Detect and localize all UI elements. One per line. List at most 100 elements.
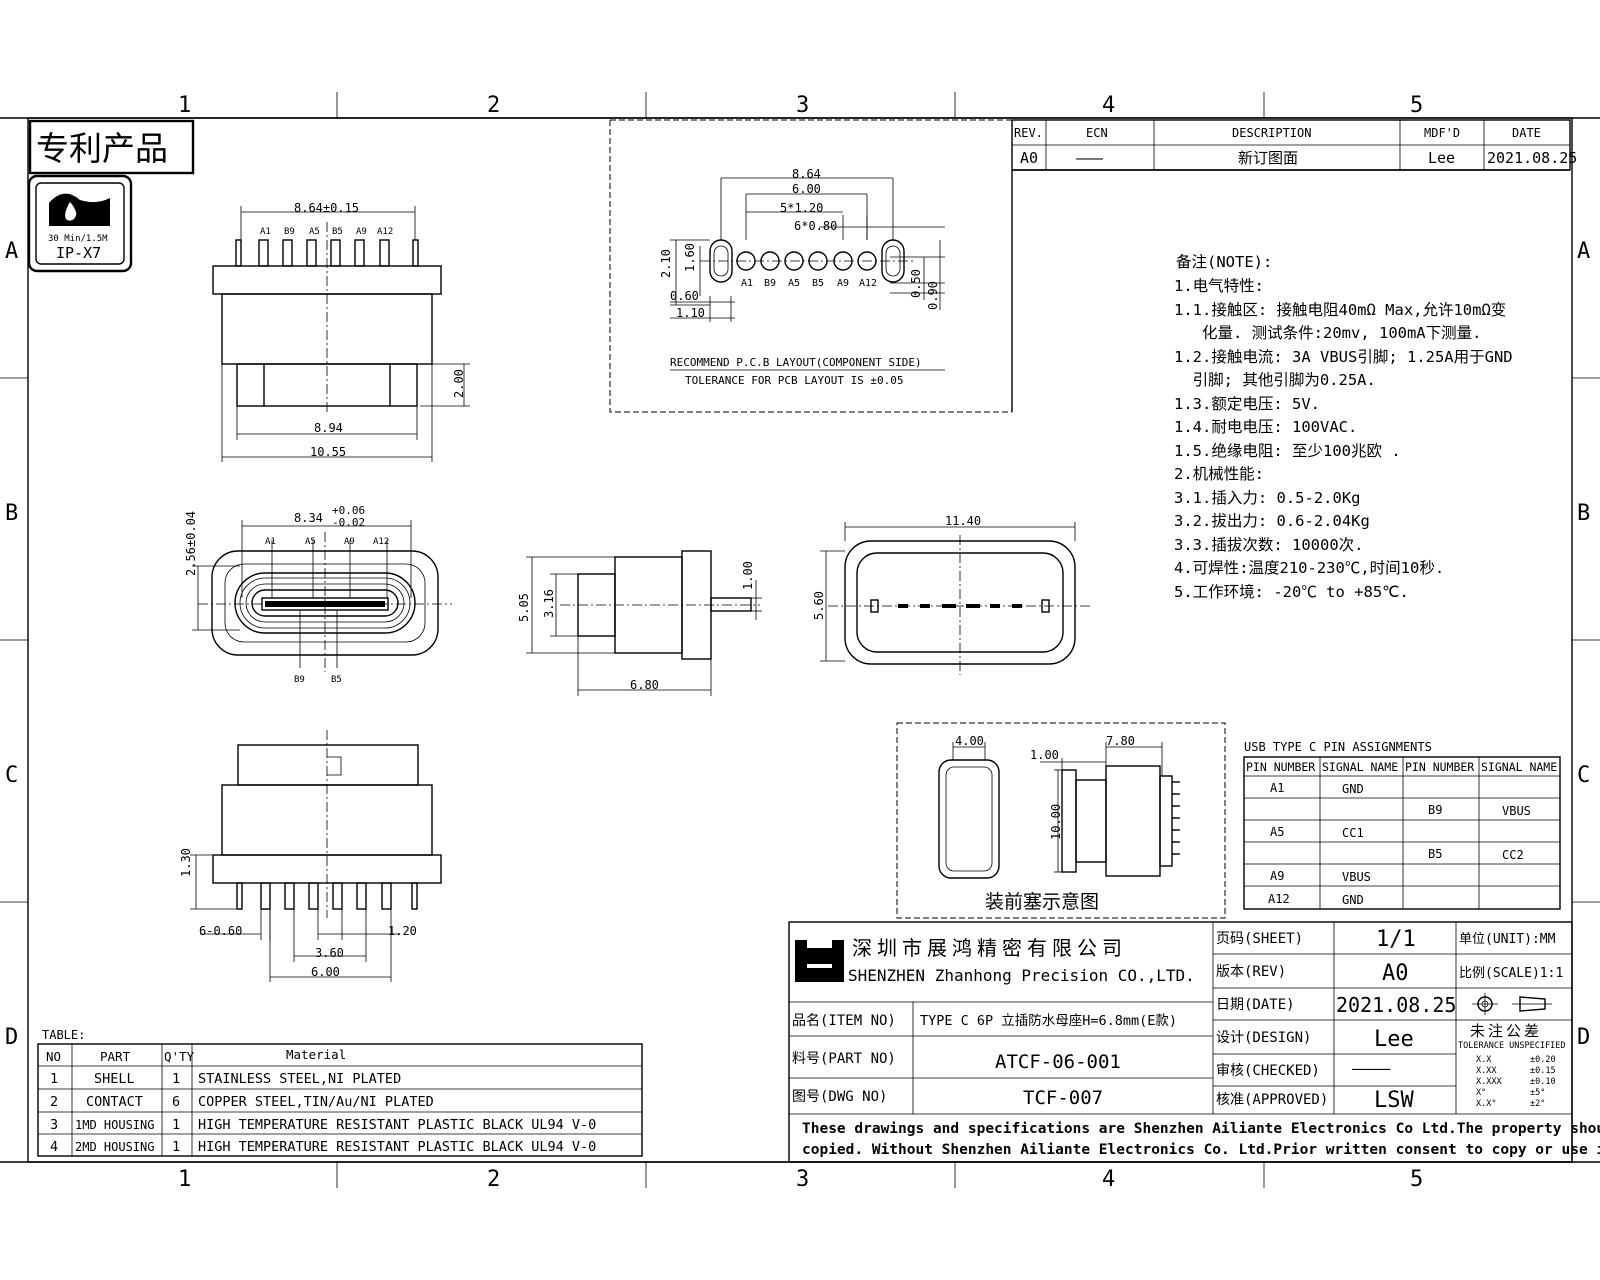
tol-key-3: X.XXX bbox=[1476, 1077, 1502, 1087]
sheet-value: 1/1 bbox=[1376, 927, 1416, 952]
pcb-pin-b5: B5 bbox=[812, 278, 824, 289]
pin-table-header-signal-1: SIGNAL NAME bbox=[1322, 760, 1398, 774]
top-pin-a1: A1 bbox=[260, 227, 271, 237]
back-view: 11.40 5.60 bbox=[812, 514, 1090, 675]
notes-block: 备注(NOTE): 1.电气特性: 1.1.接触区: 接触电阻40mΩ Max,… bbox=[1174, 253, 1513, 601]
pcb-dim-2-10: 2.10 bbox=[659, 249, 673, 278]
patent-label: 专利产品 bbox=[28, 119, 195, 175]
parts-header-part: PART bbox=[100, 1049, 131, 1064]
rev-value-mdfd: Lee bbox=[1428, 149, 1455, 167]
front-dim-tol-minus: -0.02 bbox=[332, 516, 365, 529]
tolerance-title: 未注公差 bbox=[1470, 1022, 1542, 1040]
note-line-10: 3.1.插入力: 0.5-2.0Kg bbox=[1174, 489, 1360, 507]
pcb-layout-tolerance: TOLERANCE FOR PCB LAYOUT IS ±0.05 bbox=[685, 374, 904, 387]
parts-row-2-no: 2 bbox=[50, 1094, 58, 1110]
parts-table-caption: TABLE: bbox=[42, 1028, 85, 1042]
side-dim-6-80: 6.80 bbox=[630, 678, 659, 692]
tol-val-4: ±5° bbox=[1530, 1088, 1545, 1098]
note-line-12: 3.3.插拔次数: 10000次. bbox=[1174, 536, 1363, 554]
rev-label: 版本(REV) bbox=[1216, 964, 1286, 980]
col-label-5: 5 bbox=[1410, 93, 1423, 118]
parts-header-no: NO bbox=[46, 1049, 61, 1064]
disclaimer-line-1: These drawings and specifications are Sh… bbox=[802, 1121, 1600, 1137]
col-label-3: 3 bbox=[796, 93, 809, 118]
parts-row-4-qty: 1 bbox=[172, 1139, 180, 1155]
plug-dim-1-00: 1.00 bbox=[1030, 748, 1059, 762]
top-pin-b5: B5 bbox=[332, 227, 343, 237]
pin-row-a12-signal: GND bbox=[1342, 893, 1364, 907]
company-name-en: SHENZHEN Zhanhong Precision CO.,LTD. bbox=[848, 966, 1195, 985]
top-dim-8-94: 8.94 bbox=[314, 421, 343, 435]
date-value: 2021.08.25 bbox=[1336, 993, 1456, 1017]
row-label-a-right: A bbox=[1577, 239, 1590, 264]
row-label-d: D bbox=[5, 1025, 18, 1050]
rev-value-description: 新订图面 bbox=[1238, 149, 1298, 167]
top-pin-a12: A12 bbox=[377, 227, 393, 237]
date-label: 日期(DATE) bbox=[1216, 997, 1295, 1013]
top-dim-10-55: 10.55 bbox=[310, 445, 346, 459]
checked-label: 审核(CHECKED) bbox=[1216, 1063, 1320, 1079]
unit-label: 单位(UNIT):MM bbox=[1459, 932, 1556, 947]
pin-row-b9-pin: B9 bbox=[1428, 803, 1442, 817]
col-label-4-bottom: 4 bbox=[1102, 1167, 1115, 1192]
rev-value: A0 bbox=[1382, 961, 1409, 986]
rev-header-date: DATE bbox=[1512, 126, 1541, 140]
bottom-dim-6-00: 6.00 bbox=[311, 965, 340, 979]
parts-row-1-part: SHELL bbox=[94, 1071, 135, 1087]
pcb-dim-0-60: 0.60 bbox=[670, 289, 699, 303]
disclaimer-line-2: copied. Without Shenzhen Ailiante Electr… bbox=[802, 1142, 1600, 1158]
part-value: ATCF-06-001 bbox=[995, 1051, 1121, 1073]
pin-table-header-signal-2: SIGNAL NAME bbox=[1481, 760, 1557, 774]
ip-rating-badge: 30 Min/1.5M IP-X7 bbox=[27, 174, 133, 273]
col-label-3-bottom: 3 bbox=[796, 1167, 809, 1192]
dwg-value: TCF-007 bbox=[1023, 1087, 1103, 1109]
row-label-c-right: C bbox=[1577, 763, 1590, 788]
bottom-view: 1.30 6-0.60 1.20 3.60 6.00 bbox=[179, 730, 442, 982]
pin-row-b5-pin: B5 bbox=[1428, 847, 1442, 861]
row-label-b: B bbox=[5, 501, 18, 526]
company-name-cn: 深圳市展鸿精密有限公司 bbox=[852, 936, 1127, 960]
front-pin-a5: A5 bbox=[305, 537, 316, 547]
pcb-dim-1-60: 1.60 bbox=[683, 243, 697, 272]
rev-header-mdfd: MDF'D bbox=[1424, 126, 1460, 140]
pcb-pin-a12: A12 bbox=[859, 278, 877, 289]
pin-row-a9-signal: VBUS bbox=[1342, 870, 1371, 884]
parts-header-material: Material bbox=[286, 1047, 346, 1062]
pcb-dim-6x0-80: 6*0.80 bbox=[794, 219, 837, 233]
col-label-5-bottom: 5 bbox=[1410, 1167, 1423, 1192]
parts-row-3-part: 1MD HOUSING bbox=[75, 1118, 154, 1132]
col-label-1: 1 bbox=[178, 93, 191, 118]
col-label-2: 2 bbox=[487, 93, 500, 118]
parts-row-1-no: 1 bbox=[50, 1071, 58, 1087]
note-line-11: 3.2.拔出力: 0.6-2.04Kg bbox=[1174, 512, 1370, 530]
approved-label: 核准(APPROVED) bbox=[1216, 1092, 1328, 1108]
note-line-4: 1.2.接触电流: 3A VBUS引脚; 1.25A用于GND bbox=[1174, 348, 1513, 366]
rev-value-ecn: ——— bbox=[1076, 149, 1104, 167]
plug-caption: 装前塞示意图 bbox=[985, 891, 1099, 913]
pcb-dim-5x1-20: 5*1.20 bbox=[780, 201, 823, 215]
tol-key-4: X° bbox=[1476, 1088, 1486, 1098]
parts-row-4-material: HIGH TEMPERATURE RESISTANT PLASTIC BLACK… bbox=[198, 1139, 596, 1155]
pcb-layout-view: 8.64 6.00 5*1.20 6*0.80 2.10 1.60 0.60 1… bbox=[609, 119, 1012, 413]
note-line-13: 4.可焊性:温度210-230℃,时间10秒. bbox=[1174, 559, 1444, 577]
parts-row-3-qty: 1 bbox=[172, 1117, 180, 1133]
pcb-layout-title: RECOMMEND P.C.B LAYOUT(COMPONENT SIDE) bbox=[670, 356, 922, 369]
pcb-pin-a5: A5 bbox=[788, 278, 800, 289]
front-dim-width: 8.34 bbox=[294, 511, 323, 525]
pin-row-a9-pin: A9 bbox=[1270, 869, 1284, 883]
rev-value-rev: A0 bbox=[1020, 149, 1038, 167]
rev-value-date: 2021.08.25 bbox=[1487, 149, 1577, 167]
plug-dim-10-00: 10.00 bbox=[1049, 804, 1063, 840]
front-pin-b9: B9 bbox=[294, 675, 305, 685]
plug-dim-4-00: 4.00 bbox=[955, 734, 984, 748]
col-label-1-bottom: 1 bbox=[178, 1167, 191, 1192]
pin-row-b5-signal: CC2 bbox=[1502, 848, 1524, 862]
top-dim-2-00: 2.00 bbox=[452, 369, 466, 398]
col-label-4: 4 bbox=[1102, 93, 1115, 118]
patent-label-text: 专利产品 bbox=[36, 129, 168, 168]
note-line-5: 引脚; 其他引脚为0.25A. bbox=[1174, 371, 1376, 389]
pin-row-a1-signal: GND bbox=[1342, 782, 1364, 796]
part-label: 料号(PART NO) bbox=[792, 1051, 896, 1067]
pcb-pin-b9: B9 bbox=[764, 278, 776, 289]
